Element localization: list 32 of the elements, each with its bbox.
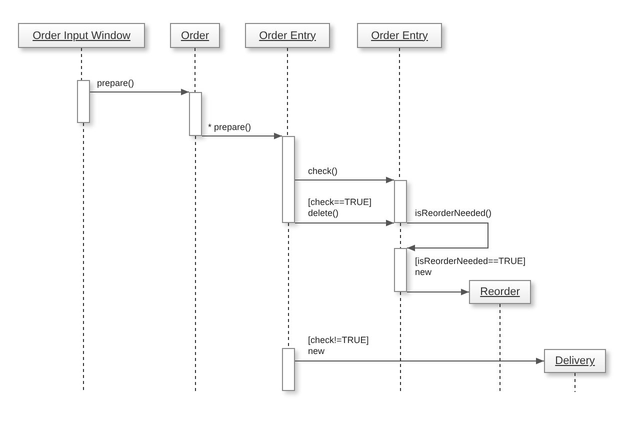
- lifeline: [400, 292, 401, 392]
- edge-label: prepare(): [97, 78, 134, 89]
- lifeline: [288, 222, 289, 348]
- activation-bar: [282, 136, 295, 223]
- lifeline: [195, 136, 196, 392]
- edge-label: * prepare(): [208, 122, 252, 133]
- object-box: Delivery: [544, 349, 606, 373]
- object-box: Order: [170, 23, 220, 48]
- object-box: Order Input Window: [18, 23, 145, 48]
- message-arrow: [406, 288, 470, 296]
- lifeline: [194, 48, 196, 92]
- message-arrow: [90, 88, 190, 96]
- lifeline: [83, 122, 84, 392]
- activation-bar: [77, 80, 90, 123]
- object-box: Order Entry: [357, 23, 442, 48]
- message-arrow: [294, 220, 394, 226]
- activation-bar: [282, 348, 295, 391]
- message-arrow: [294, 176, 394, 184]
- object-box: Reorder: [469, 280, 531, 304]
- lifeline: [287, 48, 288, 136]
- message-arrow: [294, 358, 544, 364]
- edge-label: check(): [308, 166, 338, 177]
- object-box: Order Entry: [245, 23, 330, 48]
- message-arrow: [202, 132, 282, 140]
- lifeline: [81, 48, 82, 80]
- edge-label: isReorderNeeded(): [415, 208, 492, 219]
- lifeline: [400, 222, 401, 248]
- activation-bar: [189, 92, 202, 136]
- lifeline: [574, 372, 576, 392]
- activation-bar: [394, 248, 407, 292]
- activation-bar: [394, 180, 407, 223]
- message-arrow: [406, 222, 488, 252]
